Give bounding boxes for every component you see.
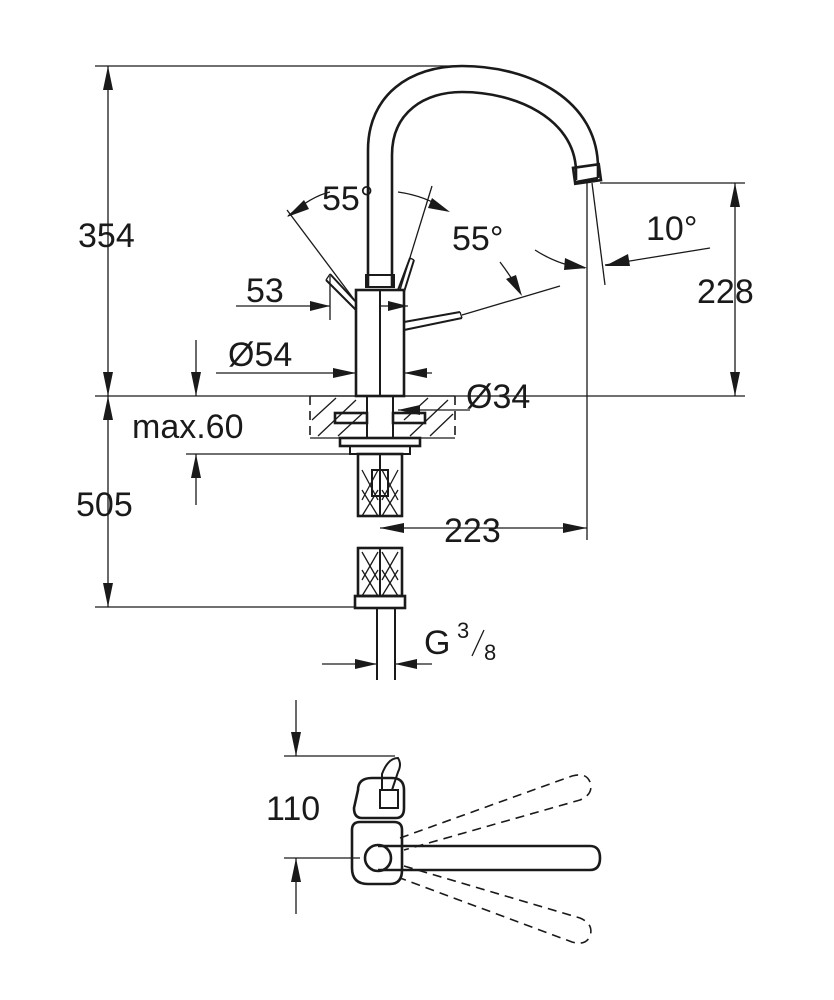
top-view-lever-center: [363, 843, 602, 873]
hole-diameter-label: Ø34: [466, 378, 530, 416]
angle-spout-annotation: 10°: [534, 210, 711, 270]
height-total-dimension: 354: [78, 65, 470, 397]
height-spout-label: 228: [697, 273, 754, 311]
body-diameter-dimension: Ø54: [191, 336, 432, 396]
spout-tilt-line: [591, 182, 606, 286]
angle-right-label: 55°: [452, 220, 503, 258]
max-deck-label: max.60: [132, 408, 244, 446]
spout-reach-label: 223: [444, 512, 501, 550]
countertop-section: [309, 395, 456, 455]
angle-spout-label: 10°: [646, 210, 697, 248]
lever-width-dimension: 53: [236, 272, 408, 320]
lever-width-label: 53: [246, 272, 284, 310]
lever-swing-label: 110: [266, 790, 320, 828]
body-diameter-label: Ø54: [228, 336, 292, 374]
height-total-label: 354: [78, 217, 135, 255]
spout-reach-dimension: 223: [380, 512, 587, 550]
thread-numerator-label: 3: [457, 618, 469, 643]
spout: [365, 64, 603, 288]
hose-length-dimension: 505: [76, 396, 355, 608]
top-view-lever-swings: [399, 774, 592, 944]
angle-left-label: 55°: [322, 180, 373, 218]
angle-left-annotation: 55°: [286, 180, 450, 303]
max-deck-dimension: max.60: [132, 408, 350, 505]
supply-hoses: [353, 452, 407, 680]
top-view: 110: [266, 700, 602, 944]
thread-dimension: G 3 8: [322, 618, 496, 669]
lever-positions: [325, 257, 463, 331]
top-view-body: [350, 756, 406, 886]
height-spout-dimension: 228: [540, 182, 754, 397]
angle-right-annotation: 55°: [452, 220, 561, 316]
lever-swing-dimension: 110: [266, 700, 395, 914]
thread-prefix-label: G: [424, 624, 450, 662]
front-view: 354 228 10°: [76, 64, 754, 680]
hole-diameter-dimension: Ø34: [398, 378, 540, 416]
hose-length-label: 505: [76, 486, 133, 524]
thread-denominator-label: 8: [484, 640, 496, 665]
